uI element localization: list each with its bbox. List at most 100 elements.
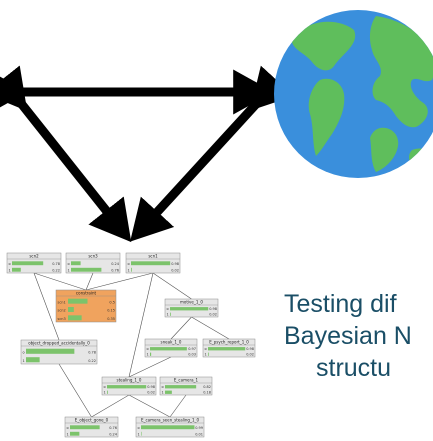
probability-value: 0.03 (188, 353, 196, 357)
edge-scn1-to-stealing_1_0 (128, 272, 154, 378)
state-label: o (128, 262, 130, 266)
state-label: scn1 (58, 300, 66, 304)
probability-bar (131, 261, 171, 266)
state-label: 1 (23, 359, 25, 363)
probability-value: 0.5 (109, 300, 115, 304)
state-label: o (104, 385, 106, 389)
state-label: 1 (205, 353, 207, 357)
probability-bar (26, 357, 40, 363)
probability-bar (165, 390, 172, 394)
node-title: object_dropped_accidentally_0 (28, 341, 90, 346)
node-title: constraint (76, 291, 97, 296)
probability-value: 0.98 (147, 385, 155, 389)
probability-value: 0.22 (88, 359, 96, 363)
probability-bar (141, 431, 142, 436)
probability-value: 0.24 (111, 262, 120, 266)
node-title: scn3 (88, 254, 98, 259)
state-label: 1 (128, 268, 130, 272)
probability-value: 0.98 (209, 307, 217, 311)
node-sneak_1_0: sneak_1_0o 0.97 1 0.03 (144, 338, 198, 358)
probability-bar (68, 298, 88, 304)
edge-E_camera_1-to-E_camera_seen_stealing_1_0 (169, 394, 187, 418)
probability-bar (107, 385, 147, 389)
caption-line-1: Testing dif (284, 290, 397, 318)
edge-scn3-to-constraint (85, 272, 94, 291)
node-title: E_object_gone_0 (75, 418, 109, 423)
edge-motive_1_0-to-sneak_1_0 (170, 316, 192, 340)
state-label: o (23, 350, 25, 354)
probability-bar (71, 267, 102, 272)
probability-value: 0.24 (109, 432, 118, 436)
probability-value: 0.98 (246, 347, 254, 351)
edge-scn2-to-object_dropped_accidentally_0 (33, 272, 60, 341)
state-label: o (205, 347, 207, 351)
probability-bar (131, 267, 132, 272)
state-label: o (9, 262, 11, 266)
node-title: E_psych_report_1_0 (209, 340, 249, 345)
probability-bar (71, 261, 81, 266)
probability-bar (107, 390, 108, 394)
probability-bar (12, 261, 44, 266)
state-label: o (162, 385, 164, 389)
probability-value: 0.76 (109, 426, 117, 430)
probability-bar (70, 431, 80, 436)
state-label: 1 (147, 353, 149, 357)
state-label: scn2 (58, 309, 66, 313)
state-label: 1 (167, 313, 169, 317)
edge-motive_1_0-to-E_psych_report_1_0 (191, 316, 230, 340)
probability-value: 0.35 (107, 317, 115, 321)
node-E_psych_report_1_0: E_psych_report_1_0o 0.98 1 0.02 (202, 338, 256, 358)
probability-bar (12, 267, 21, 272)
node-box (55, 289, 117, 323)
state-label: scn3 (58, 317, 66, 321)
probability-value: 0.02 (171, 268, 179, 272)
probability-bar (170, 307, 209, 311)
probability-bar (68, 307, 74, 312)
probability-value: 0.15 (107, 309, 115, 313)
node-title: scn2 (29, 254, 39, 259)
probability-value: 0.02 (147, 391, 155, 395)
probability-bar (68, 315, 82, 321)
probability-value: 0.97 (188, 347, 196, 351)
state-label: 1 (68, 268, 70, 272)
probability-bar (208, 347, 246, 351)
probability-bar (208, 352, 209, 356)
edge-stealing_1_0-to-E_object_gone_0 (91, 394, 130, 418)
probability-bar (165, 385, 197, 389)
state-label: 1 (67, 432, 69, 436)
state-label: o (67, 426, 69, 430)
edge-stealing_1_0-to-E_camera_seen_stealing_1_0 (128, 394, 171, 418)
probability-bar (150, 352, 152, 356)
probability-value: 0.02 (209, 313, 217, 317)
probability-value: 0.18 (203, 391, 211, 395)
node-title: scn1 (148, 254, 158, 259)
node-title: E_camera_1 (174, 378, 199, 383)
probability-bar (150, 347, 187, 351)
probability-value: 0.01 (195, 432, 203, 436)
state-label: o (147, 347, 149, 351)
state-label: o (138, 426, 140, 430)
node-E_object_gone_0: E_object_gone_0o 0.76 1 0.24 (64, 416, 119, 438)
state-label: o (68, 262, 70, 266)
probability-bar (70, 425, 100, 430)
network-edges (33, 272, 230, 418)
probability-value: 0.78 (88, 350, 96, 354)
node-title: stealing_1_0 (117, 378, 142, 383)
caption-line-2: Bayesian N (284, 322, 412, 350)
probability-value: 0.82 (203, 385, 211, 389)
edge-sneak_1_0-to-stealing_1_0 (128, 356, 172, 378)
node-object_dropped_accidentally_0: object_dropped_accidentally_0o 0.78 1 0.22 (20, 339, 98, 365)
node-title: motive_1_0 (180, 300, 203, 305)
probability-value: 0.02 (246, 353, 254, 357)
node-title: sneak_1_0 (161, 340, 182, 345)
edge-scn2-to-constraint (33, 272, 87, 291)
probability-bar (26, 348, 75, 354)
state-label: 1 (162, 391, 164, 395)
